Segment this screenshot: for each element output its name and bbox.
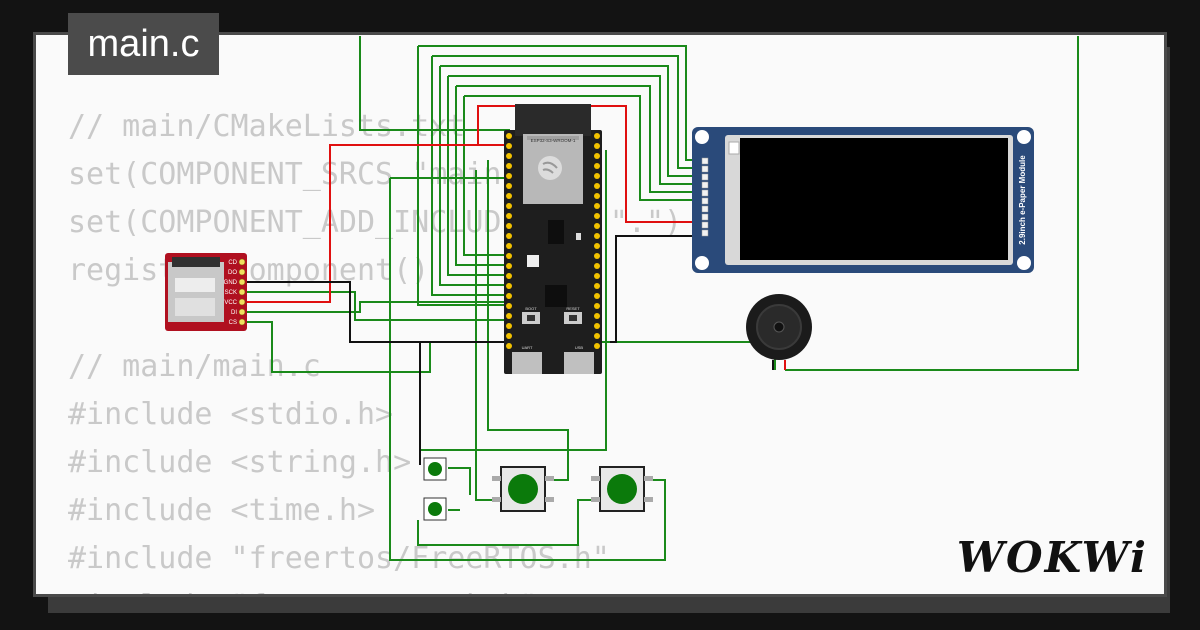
boot-label: BOOT <box>525 306 537 311</box>
usb-port <box>564 352 594 374</box>
uart-port <box>512 352 542 374</box>
buzzer[interactable] <box>746 294 812 360</box>
code-line: set(COMPONENT_SRCS "main.c") <box>68 157 574 192</box>
sd-pin-label: DI <box>231 310 237 316</box>
epaper-display[interactable]: 2.9inch e-Paper Module <box>692 127 1034 273</box>
sd-pin-label: CD <box>228 260 237 266</box>
espressif-logo-icon <box>538 156 562 180</box>
code-line: #include <time.h> <box>68 493 376 528</box>
sd-pin-label: DO <box>228 270 237 276</box>
left-pin-header <box>506 133 512 349</box>
code-line: #include "freertos/task.h" <box>68 583 682 594</box>
sd-card-module[interactable]: CD DO GND SCK VCC DI CS <box>165 253 247 331</box>
code-line: // main/main.c <box>68 349 321 384</box>
usb-label: USB <box>575 345 584 350</box>
red-wires <box>245 105 786 370</box>
code-line: #include <stdio.h> <box>68 397 394 432</box>
esp32-s3-board[interactable]: ESP32-S3-WROOM-1 BOOT RESET UART USB <box>504 104 602 374</box>
black-wires <box>245 235 774 465</box>
mcu-label: ESP32-S3-WROOM-1 <box>531 138 576 143</box>
code-line: // main/CMakeLists.txt <box>68 109 466 144</box>
code-line: #include <string.h> <box>68 445 412 480</box>
small-pushbutton-1[interactable] <box>423 457 447 481</box>
small-pushbutton-2[interactable] <box>423 497 447 521</box>
large-pushbutton-2[interactable] <box>591 466 653 512</box>
sd-pin-label: GND <box>224 280 238 286</box>
uart-label: UART <box>522 345 533 350</box>
right-pin-header <box>594 133 600 349</box>
epaper-label: 2.9inch e-Paper Module <box>1018 155 1027 245</box>
code-line: #include "freertos/FreeRTOS.h" <box>68 541 610 576</box>
reset-label: RESET <box>566 306 580 311</box>
large-pushbutton-1[interactable] <box>492 466 554 512</box>
green-wires <box>245 36 1079 561</box>
sd-pin-label: SCK <box>225 290 237 296</box>
sd-pin-label: CS <box>229 320 237 326</box>
epaper-screen <box>740 138 1008 260</box>
file-tab[interactable]: main.c <box>68 13 219 75</box>
sd-pin-label: VCC <box>224 300 237 306</box>
wokwi-logo: WOKWi <box>956 533 1148 582</box>
